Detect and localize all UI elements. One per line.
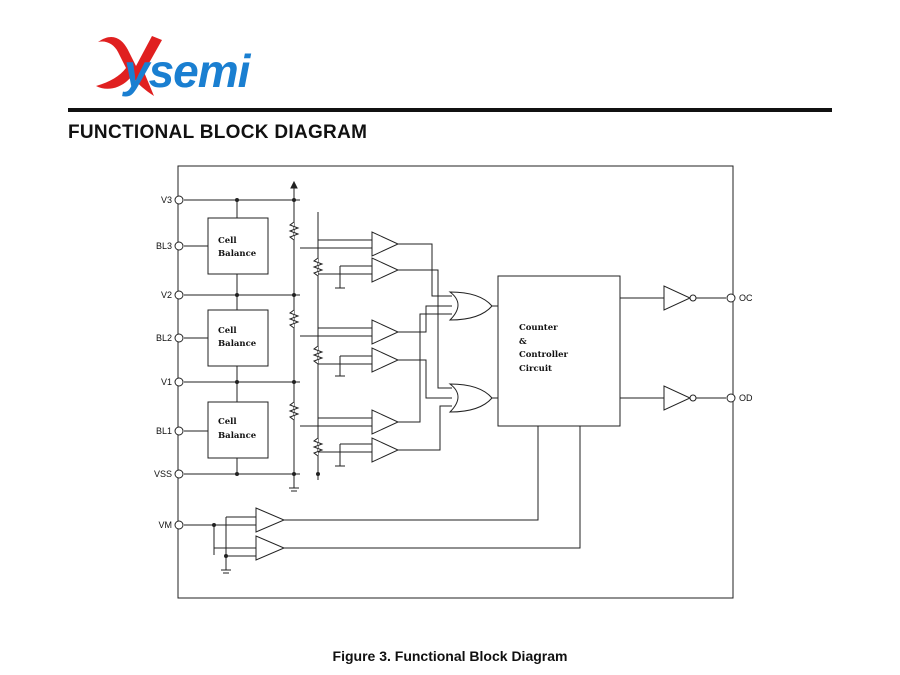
- or-gate-od: [448, 383, 493, 413]
- cell-balance-3-line1: Cell: [218, 236, 237, 246]
- header-rule: [68, 108, 832, 112]
- pin-od: OD: [739, 393, 753, 403]
- figure-caption: Figure 3. Functional Block Diagram: [332, 648, 568, 664]
- junction-dots: [212, 198, 320, 558]
- cell-balance-1-line1: Cell: [218, 417, 237, 427]
- logo-mark-icon: [96, 36, 162, 96]
- pin-bl2: BL2: [156, 333, 172, 343]
- cell-balance-box-1: [207, 401, 269, 459]
- controller-box: [497, 275, 621, 427]
- logo-text: ysemi: [124, 45, 250, 97]
- controller-line2: &: [519, 337, 527, 347]
- left-pin-circles: [174, 195, 184, 530]
- pin-vss: VSS: [154, 469, 172, 479]
- cell-balance-1-line2: Balance: [218, 431, 257, 441]
- cell-balance-2-line2: Balance: [218, 339, 257, 349]
- controller-line3: Controller: [519, 350, 569, 360]
- pin-bl3: BL3: [156, 241, 172, 251]
- or-gate-oc: [448, 291, 493, 321]
- cell-balance-3-line2: Balance: [218, 249, 257, 259]
- pin-vm: VM: [159, 520, 173, 530]
- cell-balance-box-2: [207, 309, 269, 367]
- pin-v2: V2: [161, 290, 172, 300]
- controller-line1: Counter: [519, 323, 558, 333]
- ysemi-logo: [96, 36, 162, 96]
- right-pin-circles: [726, 293, 736, 403]
- pin-oc: OC: [739, 293, 753, 303]
- cell-balance-box-3: [207, 217, 269, 275]
- pin-v1: V1: [161, 377, 172, 387]
- section-title: FUNCTIONAL BLOCK DIAGRAM: [68, 122, 368, 143]
- cell-balance-2-line1: Cell: [218, 326, 237, 336]
- pin-v3: V3: [161, 195, 172, 205]
- pin-bl1: BL1: [156, 426, 172, 436]
- controller-line4: Circuit: [519, 364, 552, 374]
